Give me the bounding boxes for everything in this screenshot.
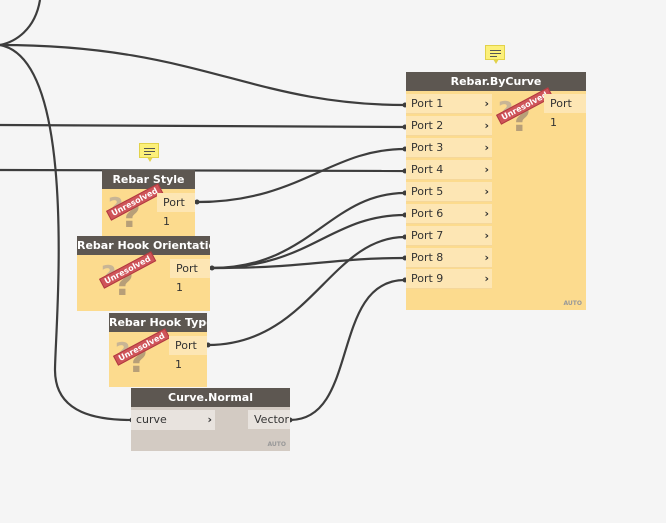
- wire[interactable]: [196, 147, 406, 204]
- input-port-9[interactable]: Port 9 ›: [406, 269, 492, 289]
- curve-normal-node[interactable]: Curve.Normal curve › Vector AUTO: [131, 388, 290, 451]
- output-port-1[interactable]: Port 1: [169, 336, 207, 371]
- port-label: Port 1: [176, 262, 198, 294]
- chevron-right-icon: ›: [207, 413, 212, 426]
- port-label: Port 4: [411, 163, 444, 176]
- port-label: Port 8: [411, 251, 444, 264]
- node-title[interactable]: Rebar Style: [102, 170, 195, 189]
- chevron-right-icon: ›: [484, 185, 489, 198]
- lacing-auto-label: AUTO: [563, 300, 582, 307]
- input-port-5[interactable]: Port 5 ›: [406, 182, 492, 202]
- input-port-7[interactable]: Port 7 ›: [406, 226, 492, 246]
- input-port-3[interactable]: Port 3 ›: [406, 138, 492, 158]
- output-port-1[interactable]: Port 1: [544, 94, 586, 129]
- rebar-hook-type-node[interactable]: Rebar Hook Type ?? Unresolved Port 1: [109, 313, 207, 387]
- question-mark-icon: ?? Unresolved: [106, 183, 164, 241]
- node-title[interactable]: Rebar.ByCurve: [406, 72, 586, 91]
- question-mark-icon: ?? Unresolved: [99, 251, 157, 309]
- chevron-right-icon: ›: [484, 119, 489, 132]
- port-label: Port 1: [411, 97, 444, 110]
- port-label: Port 2: [411, 119, 444, 132]
- input-port-8[interactable]: Port 8 ›: [406, 248, 492, 268]
- comment-icon[interactable]: [485, 45, 505, 64]
- wire[interactable]: [0, 123, 406, 129]
- output-port-1[interactable]: Port 1: [157, 193, 195, 228]
- input-port-2[interactable]: Port 2 ›: [406, 116, 492, 136]
- rebar-style-node[interactable]: Rebar Style ?? Unresolved Port 1: [102, 170, 195, 240]
- port-label: curve: [136, 413, 167, 426]
- input-port-4[interactable]: Port 4 ›: [406, 160, 492, 180]
- node-title[interactable]: Rebar Hook Type: [109, 313, 207, 332]
- comment-icon[interactable]: [139, 143, 159, 162]
- wire[interactable]: [289, 278, 406, 422]
- port-label: Port 1: [163, 196, 185, 228]
- question-mark-icon: ?? Unresolved: [496, 87, 554, 145]
- input-port-curve[interactable]: curve ›: [131, 410, 215, 430]
- port-label: Port 3: [411, 141, 444, 154]
- node-body: ?? Unresolved Port 1: [109, 328, 207, 387]
- wire[interactable]: [211, 213, 406, 270]
- output-port-1[interactable]: Port 1: [170, 259, 210, 294]
- question-mark-icon: ?? Unresolved: [113, 328, 171, 386]
- input-port-1[interactable]: Port 1 ›: [406, 94, 492, 114]
- input-port-6[interactable]: Port 6 ›: [406, 204, 492, 224]
- chevron-right-icon: ›: [484, 207, 489, 220]
- node-title[interactable]: Rebar Hook Orientation: [77, 236, 210, 255]
- chevron-right-icon: ›: [484, 97, 489, 110]
- output-port-vector[interactable]: Vector: [248, 410, 290, 429]
- chevron-right-icon: ›: [484, 272, 489, 285]
- chevron-right-icon: ›: [484, 141, 489, 154]
- chevron-right-icon: ›: [484, 229, 489, 242]
- port-label: Port 7: [411, 229, 444, 242]
- node-body: ?? Unresolved Port 1: [77, 251, 210, 311]
- node-body: ?? Unresolved Port 1: [102, 183, 195, 241]
- port-label: Port 1: [550, 97, 572, 129]
- port-label: Port 5: [411, 185, 444, 198]
- chevron-right-icon: ›: [484, 251, 489, 264]
- wire[interactable]: [0, 168, 406, 173]
- wire[interactable]: [211, 256, 406, 270]
- port-label: Port 1: [175, 339, 197, 371]
- wire[interactable]: [0, 0, 42, 47]
- rebar-hook-orientation-node[interactable]: Rebar Hook Orientation ?? Unresolved Por…: [77, 236, 210, 311]
- port-label: Port 6: [411, 207, 444, 220]
- port-label: Vector: [254, 413, 290, 426]
- node-title[interactable]: Curve.Normal: [131, 388, 290, 407]
- wire[interactable]: [211, 191, 406, 270]
- node-body: Port 1 › Port 2 › Port 3 › Port 4 › Port…: [406, 87, 586, 310]
- wire[interactable]: [0, 43, 406, 107]
- chevron-right-icon: ›: [484, 163, 489, 176]
- rebar-by-curve-node[interactable]: Rebar.ByCurve Port 1 › Port 2 › Port 3 ›…: [406, 72, 586, 310]
- lacing-auto-label: AUTO: [267, 441, 286, 448]
- node-body: curve › Vector AUTO: [131, 407, 290, 451]
- port-label: Port 9: [411, 272, 444, 285]
- wire[interactable]: [207, 235, 406, 347]
